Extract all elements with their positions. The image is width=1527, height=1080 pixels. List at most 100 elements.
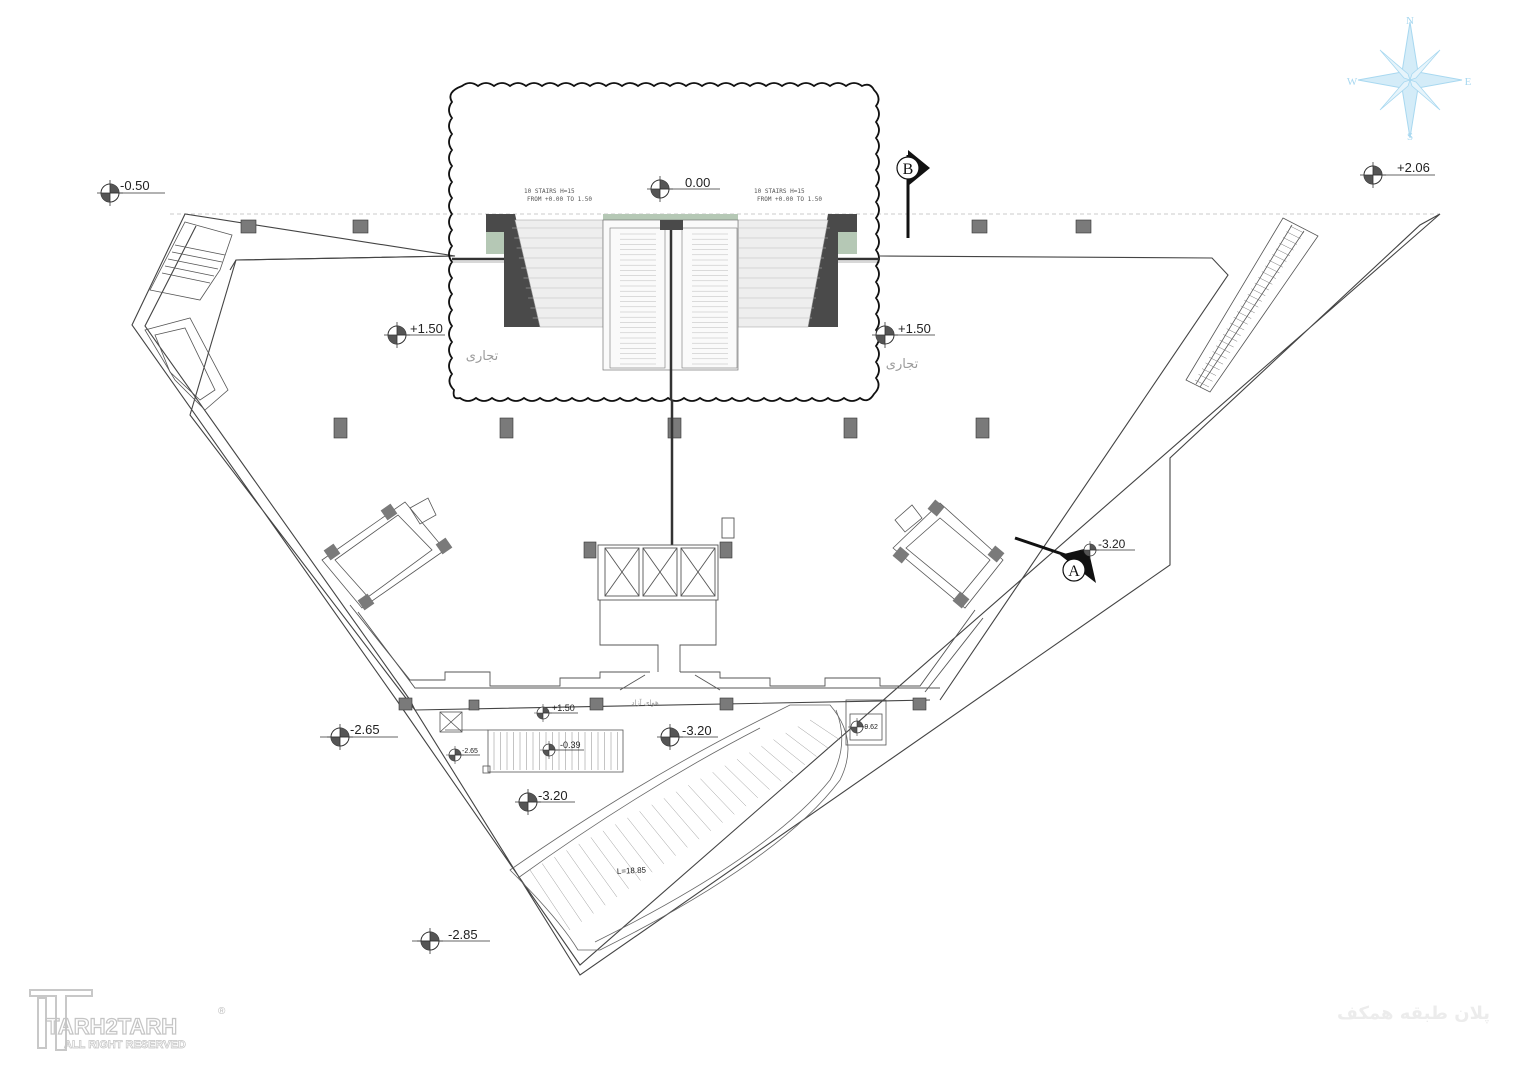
stair-tread bbox=[1272, 254, 1287, 262]
stair-tread bbox=[1282, 237, 1298, 245]
level-lower-center-2: -0.39 bbox=[560, 740, 581, 750]
level-mid-left: +1.50 bbox=[410, 321, 443, 336]
stair-tread bbox=[1261, 271, 1276, 279]
level-mid-right: +1.50 bbox=[898, 321, 931, 336]
level-marker-ramp-top: -3.20 bbox=[656, 723, 718, 751]
watermark-brand: TARH2TARH bbox=[46, 1014, 177, 1039]
ramp-slope-line bbox=[700, 778, 735, 815]
stair-tread bbox=[1205, 362, 1220, 371]
ramp-slope-line bbox=[809, 719, 841, 741]
ramp-slope-line bbox=[529, 869, 571, 931]
escalator-steps bbox=[620, 233, 728, 365]
lower-stair bbox=[439, 711, 624, 774]
ramp-slope-line bbox=[590, 837, 629, 889]
level-lower-center: +1.50 bbox=[552, 703, 575, 713]
level-bottom-left: -2.85 bbox=[448, 927, 478, 942]
plan-title: پلان طبقه همکف bbox=[1337, 1003, 1490, 1024]
stair-core-right-columns bbox=[892, 499, 1005, 609]
room-label-commercial-left: تجاری bbox=[466, 349, 499, 364]
ramp-slope-line bbox=[675, 791, 712, 832]
stair-tread bbox=[1237, 311, 1252, 319]
ramp-slope-line bbox=[736, 758, 770, 790]
section-marker-a: A bbox=[1014, 536, 1096, 583]
level-top-right: +2.06 bbox=[1397, 160, 1430, 175]
ramp-slope-line bbox=[773, 739, 805, 765]
watermark-registered: ® bbox=[218, 1006, 226, 1017]
stair-core-left-columns bbox=[323, 503, 453, 611]
ramp-slope-line bbox=[712, 771, 747, 807]
stair-tread bbox=[1233, 317, 1248, 325]
ramp-slope-line bbox=[602, 830, 641, 881]
compass-south-label: S bbox=[1407, 131, 1413, 143]
level-right-east: -3.20 bbox=[1098, 537, 1126, 551]
ramp-slope-line bbox=[688, 785, 723, 823]
stair-right-diagonal bbox=[1185, 217, 1319, 393]
stair-tread bbox=[1286, 231, 1301, 239]
compass-north-label: N bbox=[1406, 15, 1414, 27]
level-marker-mid-left: +1.50 bbox=[383, 321, 445, 349]
stair-tread bbox=[1194, 379, 1210, 388]
stair-tread bbox=[1240, 305, 1255, 314]
compass-rose: N S E W bbox=[1347, 15, 1472, 143]
level-marker-right-east: -3.20 bbox=[1080, 537, 1135, 560]
ramp-slope-line bbox=[578, 843, 618, 898]
level-marker-lower-center-2: -0.39 bbox=[539, 740, 584, 760]
pit bbox=[845, 699, 887, 746]
ramp-slope-line bbox=[651, 804, 688, 848]
stair-tread bbox=[1251, 288, 1266, 296]
level-ramp-left: -3.20 bbox=[538, 788, 568, 803]
level-ramp-top: -3.20 bbox=[682, 723, 712, 738]
stair-tread bbox=[1198, 374, 1213, 382]
inner-walls bbox=[349, 604, 984, 693]
stair-note-right-1: 10 STAIRS H=15 bbox=[754, 188, 805, 195]
wall-stubs bbox=[452, 257, 880, 545]
level-marker-bottom-left: -2.85 bbox=[412, 927, 490, 955]
stair-tread bbox=[1223, 334, 1238, 342]
ramp-slope-line bbox=[554, 856, 594, 914]
stair-tread bbox=[1244, 299, 1259, 308]
ramp-slope-line bbox=[785, 732, 817, 757]
watermark-rights: ALL RIGHT RESERVED bbox=[64, 1039, 186, 1051]
level-top-center: 0.00 bbox=[685, 175, 710, 190]
level-marker-lower-center: +1.50 bbox=[533, 703, 578, 723]
compass-east-label: E bbox=[1465, 76, 1472, 88]
stair-upper-left bbox=[144, 221, 233, 411]
stair-tread bbox=[1226, 328, 1241, 336]
stair-tread bbox=[1268, 259, 1284, 268]
room-label-commercial-right: تجاری bbox=[886, 357, 919, 372]
building-outline bbox=[131, 213, 1441, 976]
ramp-slope-line bbox=[541, 863, 582, 922]
level-marker-top-center: 0.00 bbox=[646, 175, 720, 203]
lower-stair-treads bbox=[493, 732, 618, 770]
entrance-stairs bbox=[486, 214, 857, 400]
compass-west-label: W bbox=[1347, 76, 1358, 88]
stair-tread bbox=[1258, 277, 1273, 285]
ramp-slope-line bbox=[797, 726, 829, 749]
ramp-slope-line bbox=[724, 765, 759, 799]
section-marker-b: B bbox=[896, 150, 930, 238]
stair-tread bbox=[1254, 282, 1269, 291]
stair-tread bbox=[1219, 339, 1234, 348]
stair-tread bbox=[1212, 351, 1227, 359]
stair-core-right bbox=[892, 502, 1004, 609]
ramp-slope-line bbox=[748, 752, 782, 782]
stair-tread bbox=[1275, 248, 1291, 257]
ramp-slope-line bbox=[615, 824, 653, 873]
level-marker-lower-small: -2.65 bbox=[445, 745, 480, 765]
level-marker-top-right: +2.06 bbox=[1359, 160, 1435, 189]
ramp-slope-line bbox=[639, 811, 676, 856]
stair-tread bbox=[1289, 225, 1305, 234]
level-marker-top-left: -0.50 bbox=[96, 178, 165, 207]
stair-note-left-1: 10 STAIRS H=15 bbox=[524, 188, 575, 195]
stair-treads bbox=[512, 227, 830, 319]
stair-tread bbox=[1247, 294, 1262, 302]
stair-tread bbox=[1265, 265, 1280, 274]
car-ramp bbox=[509, 704, 849, 951]
level-marker-ramp-left: -3.20 bbox=[514, 788, 575, 816]
car-ramp-slope-lines bbox=[529, 719, 841, 931]
void-label: هوای آزاد bbox=[631, 698, 659, 707]
level-marker-pit: -9.62 bbox=[847, 717, 878, 737]
ramp-slope-line bbox=[761, 745, 794, 774]
level-marker-mid-right: +1.50 bbox=[871, 321, 935, 349]
